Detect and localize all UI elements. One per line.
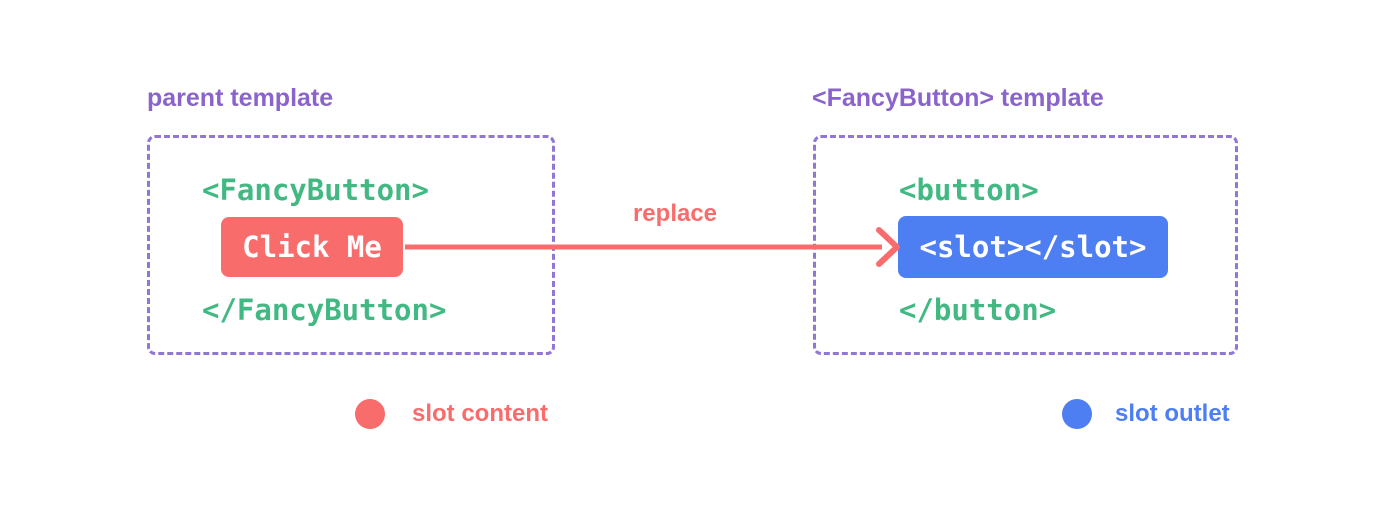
button-close-tag-code: </button>	[899, 293, 1057, 327]
legend-slot-outlet: slot outlet	[1062, 399, 1230, 429]
slot-outlet-box: <slot></slot>	[898, 216, 1168, 278]
replace-label: replace	[632, 200, 718, 227]
slot-content-label: slot content	[412, 400, 548, 427]
fancybutton-open-tag-code: <FancyButton>	[202, 173, 429, 207]
click-me-button: Click Me	[221, 217, 403, 277]
legend-slot-content: slot content	[355, 399, 548, 429]
fancybutton-close-tag-code: </FancyButton>	[202, 293, 447, 327]
parent-template-label: parent template	[147, 84, 334, 112]
replace-arrow-head	[876, 227, 900, 267]
replace-arrow	[405, 227, 900, 267]
slot-outlet-dot-icon	[1062, 399, 1092, 429]
button-open-tag-code: <button>	[899, 173, 1039, 207]
fancybutton-template-label: <FancyButton> template	[812, 84, 1104, 112]
slot-outlet-label: slot outlet	[1115, 400, 1230, 427]
slot-content-dot-icon	[355, 399, 385, 429]
